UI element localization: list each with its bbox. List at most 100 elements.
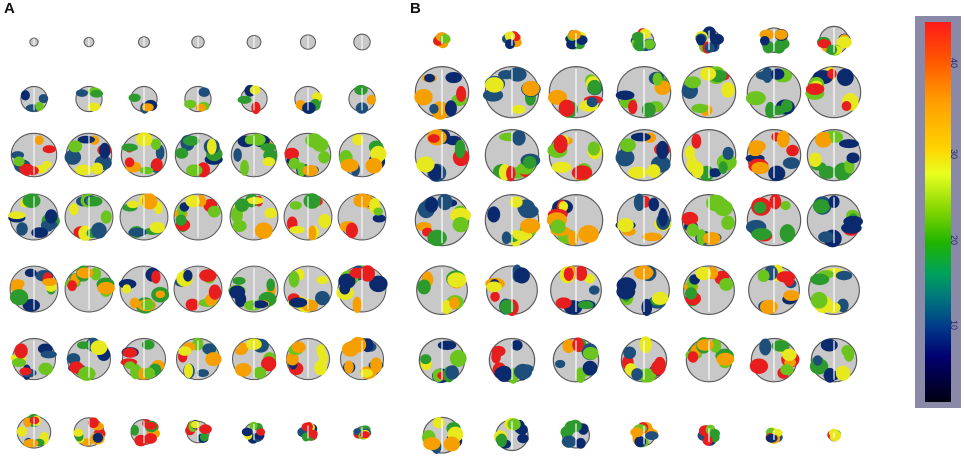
brain-slice <box>416 265 468 315</box>
brain-slice <box>229 193 279 241</box>
brain-slice <box>284 132 332 178</box>
brain-slice <box>337 193 387 241</box>
brain-slice <box>808 265 860 315</box>
colorbar-tick: 30 <box>949 149 959 160</box>
brain-slice <box>353 425 372 440</box>
brain-slice <box>73 417 106 447</box>
brain-slice <box>348 84 377 114</box>
brain-slice <box>173 193 223 241</box>
brain-slice <box>9 265 59 313</box>
brain-slice <box>237 84 268 115</box>
brain-slice <box>336 265 388 314</box>
brain-slice <box>283 193 333 241</box>
brain-slice <box>130 419 160 447</box>
brain-slice <box>547 129 604 182</box>
brain-slice <box>749 337 800 383</box>
panel-a-label: A <box>4 0 15 17</box>
brain-slice <box>339 336 385 381</box>
brain-slice <box>418 337 467 384</box>
brain-slice <box>548 66 604 119</box>
brain-slice <box>231 337 277 381</box>
brain-slice <box>353 33 371 51</box>
axial-slice-grid <box>0 0 400 452</box>
brain-slice <box>816 25 852 56</box>
brain-slice <box>483 66 541 119</box>
brain-slice <box>120 132 168 178</box>
brain-slice <box>433 32 451 49</box>
brain-slice <box>488 337 536 384</box>
brain-slice <box>294 85 323 114</box>
brain-slice <box>806 194 863 248</box>
brain-slice <box>128 85 158 114</box>
brain-slice <box>501 31 522 50</box>
brain-slice <box>748 264 800 315</box>
brain-slice <box>66 337 112 381</box>
brain-slice <box>230 132 278 178</box>
brain-slice <box>64 132 113 178</box>
brain-slice <box>565 29 588 50</box>
brain-slice <box>241 421 266 444</box>
brain-slice <box>414 66 470 120</box>
brain-slice <box>697 424 720 446</box>
brain-slice <box>173 265 223 313</box>
brain-slice <box>246 34 262 50</box>
brain-slice <box>137 36 151 48</box>
colorbar-tick: 10 <box>949 320 959 331</box>
brain-slice <box>29 37 39 47</box>
panel-b-label: B <box>410 0 421 17</box>
brain-slice <box>759 27 790 54</box>
brain-slice <box>83 36 95 48</box>
colorbar-gradient <box>925 22 951 402</box>
brain-slice <box>75 85 104 113</box>
brain-slice <box>119 193 169 241</box>
brain-slice <box>745 66 802 119</box>
brain-slice <box>16 413 52 449</box>
brain-slice <box>695 26 724 54</box>
coronal-slice-grid <box>405 0 875 454</box>
brain-slice <box>175 337 222 381</box>
brain-slice <box>10 337 57 381</box>
brain-slice <box>184 85 212 113</box>
brain-slice <box>620 336 668 383</box>
brain-slice <box>228 265 279 313</box>
brain-slice <box>615 129 672 182</box>
brain-slice <box>118 265 170 314</box>
brain-slice <box>615 66 672 119</box>
brain-slice <box>552 337 600 383</box>
brain-slice <box>681 194 737 247</box>
brain-slice <box>681 129 737 182</box>
colorbar-tick: 20 <box>949 234 959 245</box>
brain-slice <box>484 194 541 247</box>
brain-slice <box>827 428 842 442</box>
brain-slice <box>20 85 49 113</box>
colorbar-tick: 40 <box>949 57 959 68</box>
brain-slice <box>745 129 802 182</box>
brain-slice <box>8 193 60 241</box>
brain-slice <box>414 129 470 182</box>
brain-slice <box>615 193 672 247</box>
brain-slice <box>338 132 387 178</box>
brain-slice <box>560 419 591 449</box>
brain-slice <box>805 66 862 119</box>
brain-slice <box>494 417 529 452</box>
brain-slice <box>297 421 318 442</box>
colorbar: 40 30 20 10 <box>915 16 961 408</box>
brain-slice <box>745 194 802 247</box>
brain-slice <box>185 419 212 444</box>
brain-slice <box>685 337 735 383</box>
brain-slice <box>484 129 541 182</box>
brain-slice <box>174 132 223 178</box>
brain-slice <box>285 337 331 381</box>
brain-slice <box>283 265 333 313</box>
brain-slice <box>10 132 58 178</box>
brain-slice <box>421 416 464 454</box>
brain-slice <box>630 421 659 448</box>
brain-slice <box>809 337 858 383</box>
brain-slice <box>550 265 602 315</box>
brain-slice <box>485 264 538 316</box>
brain-slice <box>806 129 862 182</box>
brain-slice <box>681 66 737 119</box>
brain-slice <box>683 265 735 315</box>
brain-slice <box>299 34 317 50</box>
brain-slice <box>191 35 205 49</box>
